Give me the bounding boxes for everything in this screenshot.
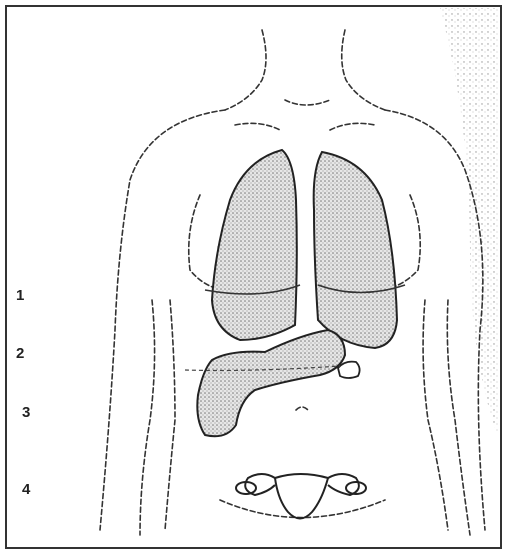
level-label-2: 2 (16, 345, 24, 362)
liver-icon (197, 330, 345, 436)
level-label-1: 1 (16, 287, 24, 304)
level-label-3: 3 (22, 404, 30, 421)
right-lung-icon (212, 150, 297, 340)
level-label-4: 4 (22, 481, 31, 498)
left-lung-icon (314, 152, 397, 348)
gallbladder-icon (338, 362, 360, 378)
